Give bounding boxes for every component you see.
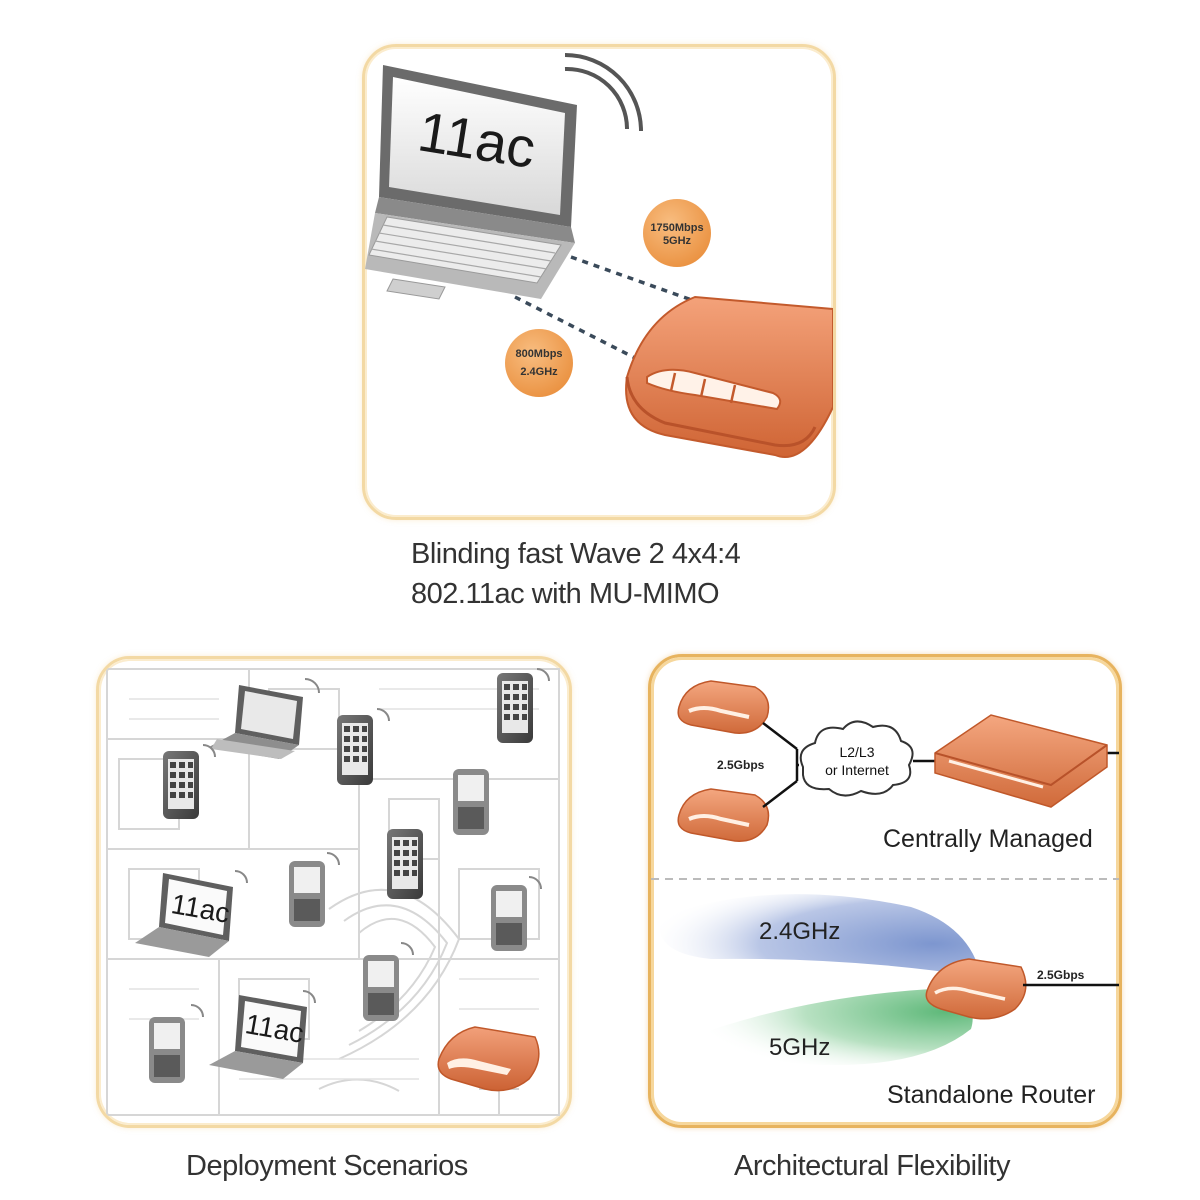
feature-phone-icon <box>149 1017 185 1083</box>
wifi-signal-icon <box>564 53 643 132</box>
architecture-panel: 2.5Gbps L2/L3 or Internet Centrally Mana… <box>648 654 1122 1128</box>
band-5ghz-coverage <box>691 989 973 1065</box>
standalone-router-label: Standalone Router <box>887 1081 1095 1109</box>
badge-24ghz-band: 2.4GHz <box>520 366 558 378</box>
link-speed-label: 2.5Gbps <box>717 758 765 772</box>
router-icon <box>925 958 1027 1020</box>
network-link-lines <box>762 722 1119 808</box>
wave2-caption-line1: Blinding fast Wave 2 4x4:4 <box>411 538 741 570</box>
laptop-11ac-icon: 11ac <box>209 995 307 1079</box>
smartphone-icon <box>387 829 423 899</box>
badge-5ghz: 1750Mbps 5GHz <box>643 199 711 267</box>
router-icon <box>437 1026 540 1092</box>
controller-appliance-icon <box>934 714 1108 808</box>
smartphone-icon <box>337 715 373 785</box>
deployment-floorplan: 11ac 11ac <box>106 668 560 1116</box>
deployment-caption: Deployment Scenarios <box>186 1150 468 1182</box>
cloud-label-line2: or Internet <box>825 762 889 778</box>
badge-5ghz-speed: 1750Mbps <box>650 222 703 234</box>
cloud-icon: L2/L3 or Internet <box>799 720 914 797</box>
badge-5ghz-band: 5GHz <box>663 235 692 247</box>
feature-phone-icon <box>289 861 325 927</box>
access-point-icon <box>677 788 770 842</box>
smartphone-icon <box>497 673 533 743</box>
laptop-icon <box>209 685 303 759</box>
badge-24ghz: 800Mbps 2.4GHz <box>505 329 573 397</box>
band-24ghz-label: 2.4GHz <box>759 918 840 945</box>
wireless-link-lines <box>514 255 718 365</box>
laptop-11ac-icon: 11ac <box>135 873 233 957</box>
feature-phone-icon <box>363 955 399 1021</box>
cloud-label-line1: L2/L3 <box>839 744 874 760</box>
smartphone-icon <box>163 751 199 819</box>
wave2-caption-line2: 802.11ac with MU-MIMO <box>411 578 720 610</box>
centrally-managed-label: Centrally Managed <box>883 825 1093 853</box>
wave2-panel: 11ac 1750Mbps 5GHz 800Mbps 2.4GHz <box>362 44 836 520</box>
wifi-signal-icon <box>190 668 550 1018</box>
access-point-icon <box>677 680 770 734</box>
uplink-speed-label: 2.5Gbps <box>1037 968 1085 982</box>
architecture-caption: Architectural Flexibility <box>734 1150 1010 1182</box>
deployment-panel: 11ac 11ac <box>96 656 572 1128</box>
feature-phone-icon <box>453 769 489 835</box>
badge-24ghz-speed: 800Mbps <box>515 348 562 360</box>
laptop-icon: 11ac <box>365 65 577 300</box>
feature-phone-icon <box>491 885 527 951</box>
wave2-illustration: 11ac 1750Mbps 5GHz 800Mbps 2.4GHz <box>365 53 834 458</box>
router-icon <box>625 295 834 458</box>
band-24ghz-coverage <box>659 894 981 977</box>
band-5ghz-label: 5GHz <box>769 1034 830 1061</box>
architecture-illustration: 2.5Gbps L2/L3 or Internet Centrally Mana… <box>651 680 1119 1109</box>
